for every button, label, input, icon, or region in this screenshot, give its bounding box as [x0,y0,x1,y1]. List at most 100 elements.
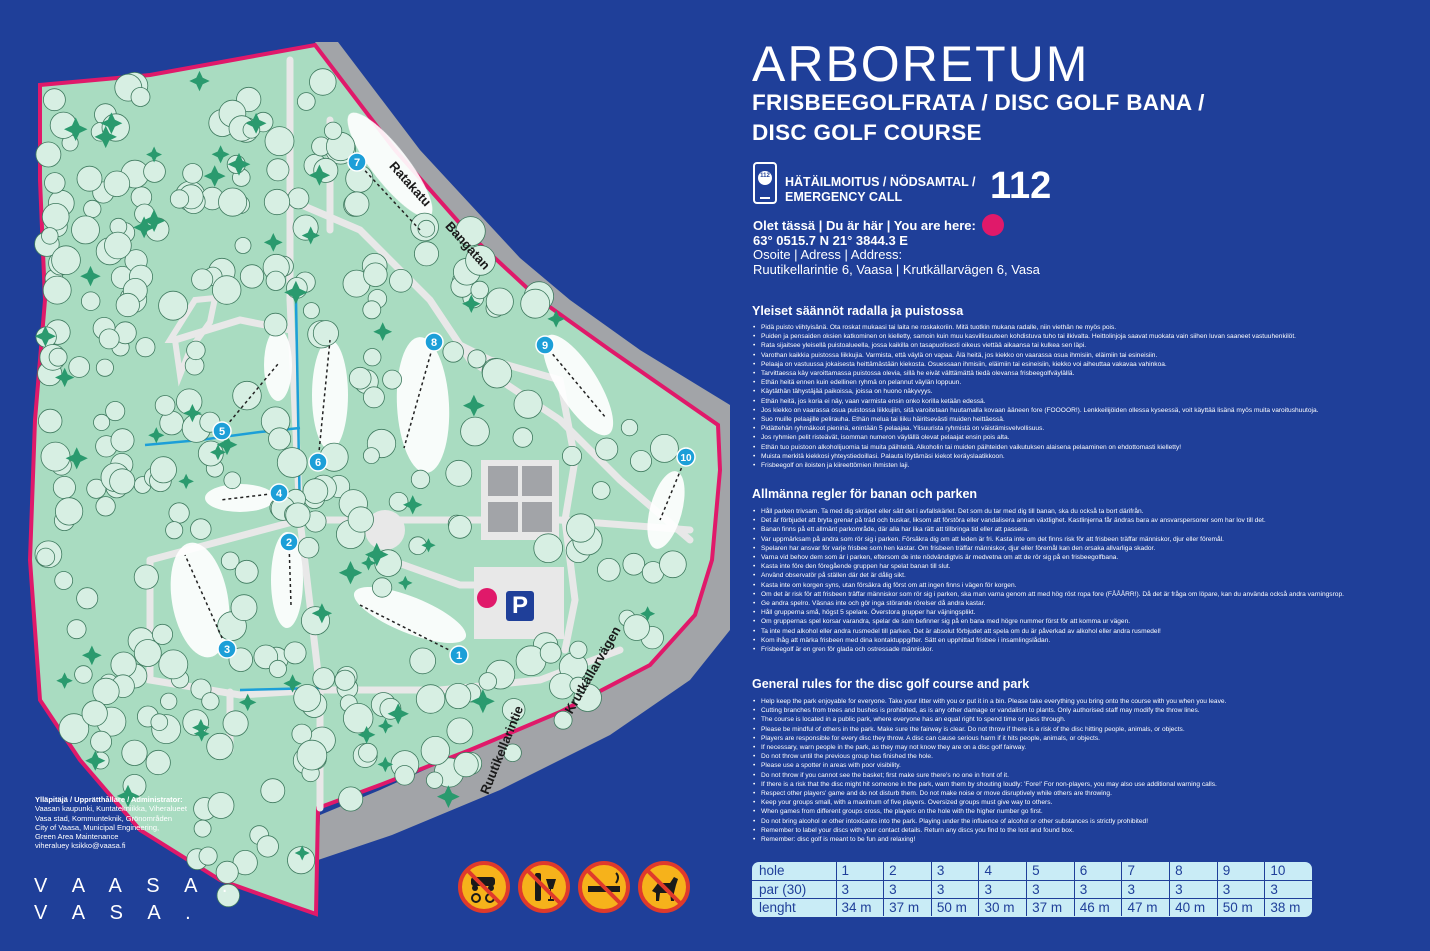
tree-icon [260,778,286,804]
rules-sv-heading: Allmänna regler för banan och parken [752,487,978,501]
tree-icon [263,312,288,337]
no-dogs-icon [638,861,690,913]
rules-sv-rule: Ge andra spelro. Väsnas inte och gör ing… [753,599,1403,608]
tree-icon [145,749,171,776]
tree-icon [66,619,87,640]
scorecard-hole-number: 9 [1217,862,1266,881]
tree-icon [533,533,563,563]
tree-icon [265,270,286,291]
tree-icon [234,237,252,254]
tree-icon [160,692,178,710]
hole-marker-number: 6 [315,457,321,469]
tree-icon [297,537,320,559]
rules-fi-rule: Tarvittaessa käy varoittamassa puistossa… [753,369,1403,378]
coordinates: 63° 0515.7 N 21° 3844.3 E [753,233,908,248]
rules-sv-rule: Om det är risk för att frisbeen träffar … [753,590,1403,599]
tree-icon [485,287,514,316]
rules-fi-rule: Pelaaja on vastuussa jokaisesta heittämä… [753,360,1403,369]
rules-en-rule: Do not throw if you cannot see the baske… [753,771,1403,780]
rules-sv-rule: Ta inte med alkohol eller andra rusmedel… [753,627,1403,636]
scorecard-par-value: 3 [883,880,932,899]
tree-icon [115,292,140,318]
tree-icon [105,401,126,422]
hole-marker[interactable]: 5 [212,421,232,441]
hole-marker[interactable]: 2 [279,532,299,552]
subtitle-line-1: FRISBEEGOLFRATA / DISC GOLF BANA / [752,90,1205,115]
rules-fi-rule: Puiden ja pensaiden oksien katkominen on… [753,332,1403,341]
tree-icon [44,172,66,194]
tree-icon [470,280,489,300]
tree-icon [109,468,136,495]
scorecard-hole-number: 8 [1169,862,1218,881]
conifer-icon [361,555,376,571]
scorecard-hole-number: 3 [931,862,980,881]
rules-en-rule: When games from different groups cross, … [753,807,1403,816]
tree-icon [268,427,292,451]
conifer-icon [116,784,140,808]
hole-marker-number: 3 [224,644,230,656]
tree-icon [98,328,120,350]
map-graphic[interactable]: 1 2 3 4 5 6 7 8 9 10 [0,0,730,951]
parking-label: P [512,592,529,619]
hole-marker[interactable]: 4 [269,483,289,503]
hole-marker[interactable]: 8 [424,332,444,352]
tree-icon [54,497,84,526]
hole-marker[interactable]: 7 [347,152,367,172]
hole-marker[interactable]: 9 [535,335,555,355]
tree-icon [448,515,472,539]
tree-icon [343,703,374,734]
conifer-icon [377,718,394,734]
tree-icon [276,447,308,478]
hole-marker[interactable]: 3 [217,639,237,659]
tree-icon [220,551,240,571]
hole-marker[interactable]: 10 [676,447,696,467]
hole-marker[interactable]: 1 [449,645,469,665]
scorecard-hole-number: 4 [978,862,1028,881]
tree-icon [256,835,279,858]
conifer-icon [308,164,331,186]
tree-icon [553,710,573,730]
scorecard-par-value: 3 [1121,880,1171,899]
tree-icon [465,245,496,276]
tree-icon [453,751,479,778]
rules-sv-rule: Använd observatör på ställen där det är … [753,571,1403,580]
tree-icon [76,165,103,192]
tree-icon [622,552,646,576]
rules-sv-rule: Frisbeegolf är en gren för glada och ost… [753,645,1403,654]
tree-icon [312,320,339,347]
tree-icon [263,188,291,216]
rules-fi-rule: Varothan kaikkia puistossa liikkujia. Va… [753,351,1403,360]
conifer-icon [421,538,436,553]
rules-sv-rule: Var uppmärksam på andra som rör sig i pa… [753,535,1403,544]
rules-en-list: Help keep the park enjoyable for everyon… [753,697,1403,844]
hole-marker[interactable]: 6 [308,452,328,472]
tree-icon [168,502,190,524]
tree-icon [285,502,311,528]
admin-email[interactable]: viheraluey ksikko@vaasa.fi [35,841,126,851]
conifer-icon [284,280,308,305]
tree-icon [596,557,621,582]
tree-icon [283,641,307,665]
tree-icon [650,433,679,463]
tree-icon [334,669,356,691]
rules-en-rule: Keep your groups small, with a maximum o… [753,798,1403,807]
conifer-icon [85,750,106,771]
emergency-number[interactable]: 112 [990,165,1052,207]
rules-fi-rule: Käytäthän tähystäjää paikoissa, joissa o… [753,387,1403,396]
tree-icon [562,445,583,466]
tree-icon [54,571,74,590]
scorecard-hole-number: 2 [883,862,932,881]
scorecard-par-value: 3 [1217,880,1266,899]
tree-icon [41,227,59,245]
rules-en-rule: If necessary, warn people in the park, a… [753,743,1403,752]
tree-icon [410,469,431,489]
tree-icon [413,241,439,267]
conifer-icon [133,216,156,239]
tree-icon [417,219,436,238]
scorecard-par-label: par (30) [752,880,837,899]
tree-icon [442,341,464,363]
tree-icon [93,413,111,431]
